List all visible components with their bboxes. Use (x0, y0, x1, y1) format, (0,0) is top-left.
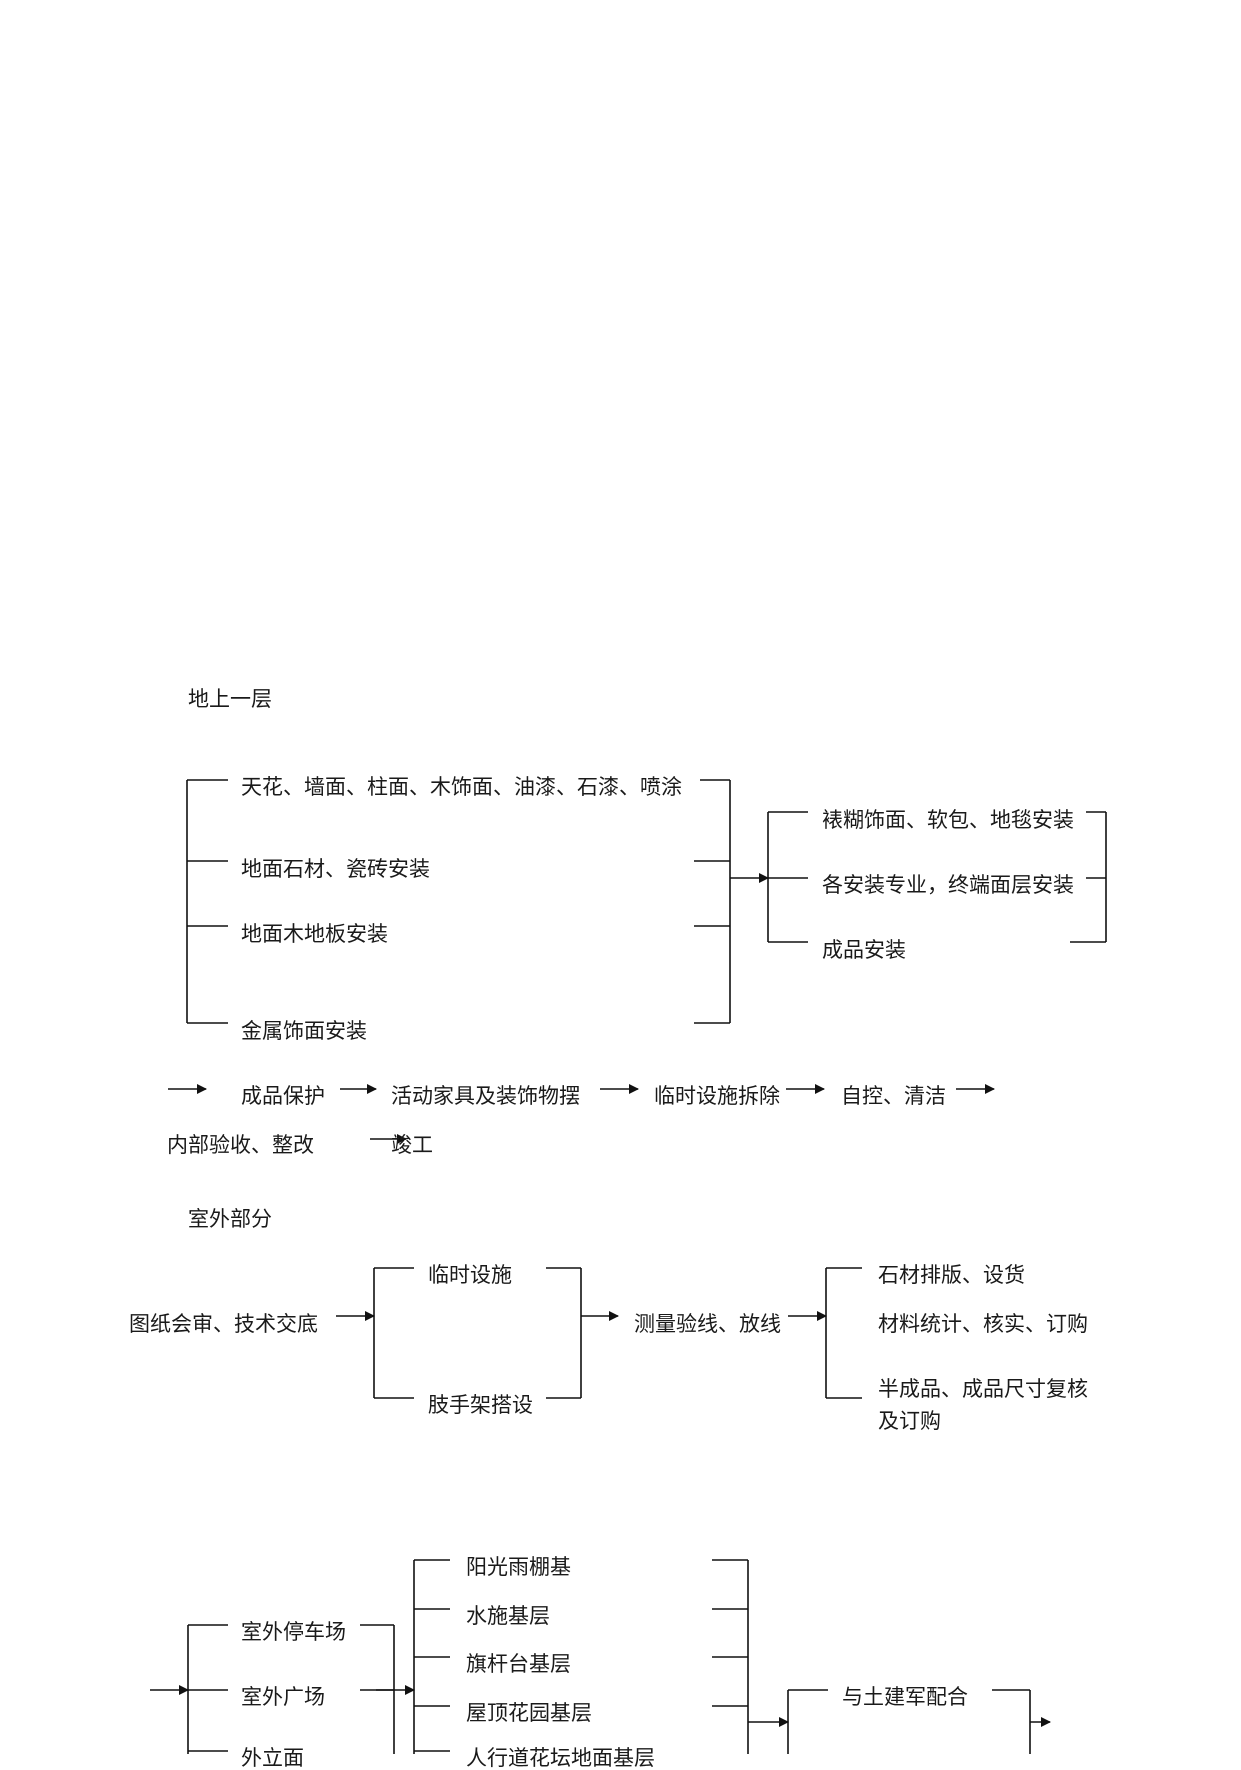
step-parking: 室外停车场 (241, 1620, 346, 1644)
bracket-temp-left (373, 1267, 414, 1399)
heading-outdoor: 室外部分 (188, 1207, 272, 1231)
step-floor-stone-tile: 地面石材、瓷砖安装 (241, 857, 430, 881)
step-survey-layout: 测量验线、放线 (634, 1312, 781, 1336)
step-roof-garden-base: 屋顶花园基层 (466, 1701, 592, 1725)
step-metal-finish: 金属饰面安装 (241, 1019, 367, 1043)
flow-product-protection: 成品保护 (241, 1084, 325, 1108)
step-civil-coordination: 与土建军配合 (842, 1685, 968, 1709)
step-dimension-check: 半成品、成品尺寸复核及订购 (878, 1377, 1088, 1433)
step-ceiling-wall-finishes: 天花、墙面、柱面、木饰面、油漆、石漆、喷涂 (241, 775, 682, 799)
step-temp-facilities: 临时设施 (428, 1263, 512, 1287)
bracket-outdoor-left (187, 1624, 228, 1754)
bracket-coordination-right (992, 1689, 1031, 1754)
heading-above-ground: 地上一层 (188, 687, 272, 711)
step-facade: 外立面 (241, 1746, 304, 1770)
flow-furniture-placement: 活动家具及装饰物摆 (391, 1084, 580, 1108)
step-water-base: 水施基层 (466, 1604, 550, 1628)
bracket-material-left (825, 1267, 862, 1399)
step-canopy-base: 阳光雨棚基 (466, 1555, 571, 1579)
bracket-base-left (413, 1559, 450, 1754)
step-material-stats: 材料统计、核实、订购 (878, 1312, 1088, 1336)
step-scaffolding: 肢手架搭设 (428, 1393, 533, 1417)
step-drawing-review: 图纸会审、技术交底 (129, 1312, 318, 1336)
bracket-base-right (712, 1559, 749, 1754)
step-wood-floor: 地面木地板安装 (241, 922, 388, 946)
step-finished-products: 成品安装 (822, 938, 906, 962)
bracket-coordination-left (787, 1689, 828, 1754)
flow-control-cleaning: 自控、清洁 (841, 1084, 946, 1108)
step-flagpole-base: 旗杆台基层 (466, 1652, 571, 1676)
step-sidewalk-base: 人行道花坛地面基层 (466, 1746, 655, 1770)
bracket-finishing-left (767, 811, 808, 943)
bracket-temp-right (546, 1267, 582, 1399)
step-wallpaper-carpet: 裱糊饰面、软包、地毯安装 (822, 808, 1074, 832)
flow-temp-removal: 临时设施拆除 (654, 1084, 780, 1108)
bracket-above-ground-left (186, 779, 228, 1024)
step-stone-layout: 石材排版、设货 (878, 1263, 1025, 1287)
step-terminal-install: 各安装专业，终端面层安装 (822, 873, 1074, 897)
step-plaza: 室外广场 (241, 1685, 325, 1709)
flow-internal-inspection: 内部验收、整改 (167, 1133, 314, 1157)
bracket-finishing-right (1070, 811, 1107, 943)
flow-completion: 竣工 (391, 1133, 433, 1157)
bracket-above-ground-right (694, 779, 731, 1024)
